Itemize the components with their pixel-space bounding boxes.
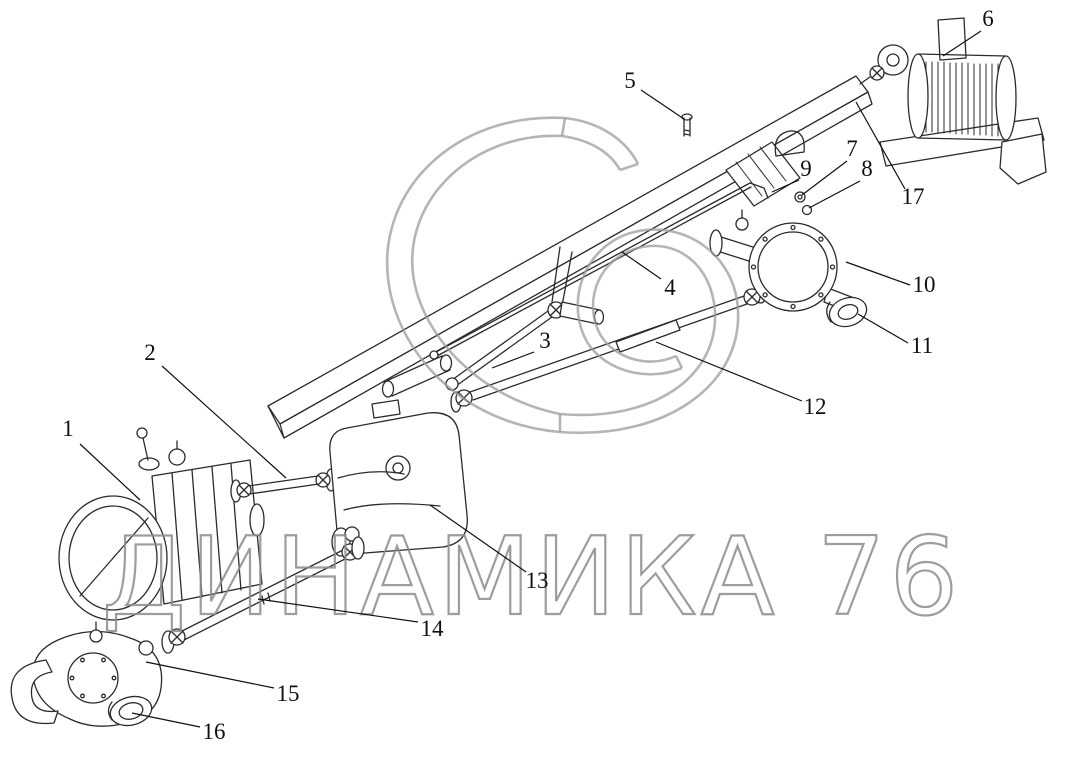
transfer-case — [329, 399, 468, 557]
callout-label-9: 9 — [800, 156, 812, 181]
callout-label-6: 6 — [982, 6, 994, 31]
callout-label-11: 11 — [911, 333, 933, 358]
front-axle — [10, 621, 163, 727]
slip-joint — [615, 319, 681, 353]
callout-leader-8 — [808, 180, 861, 209]
callout-label-5: 5 — [624, 68, 636, 93]
callout-leader-13 — [429, 504, 527, 573]
callout-leader-16 — [131, 712, 201, 728]
callout-leader-2 — [161, 365, 287, 479]
winch-motor — [877, 44, 909, 76]
intermediate-shaft — [381, 246, 605, 398]
callout-label-8: 8 — [861, 156, 873, 181]
callout-label-12: 12 — [804, 394, 827, 419]
axle-housing — [748, 222, 838, 312]
winch-cable-drum — [925, 61, 999, 137]
callout-leader-14 — [257, 598, 419, 623]
control-rod — [429, 182, 769, 360]
clamp — [774, 130, 805, 157]
callout-label-1: 1 — [62, 416, 74, 441]
winch-top-plate — [937, 17, 967, 61]
watermark-text: ДИНАМИКА 76 — [102, 515, 963, 640]
callout-label-3: 3 — [539, 328, 551, 353]
callout-label-13: 13 — [526, 568, 549, 593]
fasteners — [794, 191, 813, 216]
cover-bolts — [750, 224, 836, 310]
callout-label-17: 17 — [902, 184, 925, 209]
bolt — [681, 113, 693, 137]
callout-label-16: 16 — [203, 719, 226, 744]
callout-leader-3 — [491, 351, 535, 369]
callout-label-2: 2 — [144, 340, 156, 365]
front-hub — [107, 695, 153, 727]
callout-label-14: 14 — [421, 616, 445, 641]
callout-leader-12 — [655, 341, 803, 402]
callout-label-4: 4 — [664, 275, 676, 300]
rear-hub — [826, 296, 868, 328]
winch — [859, 17, 1047, 185]
callout-label-7: 7 — [846, 136, 858, 161]
rear-axle — [709, 209, 868, 328]
frame-rail — [267, 75, 873, 439]
callout-leader-7 — [801, 160, 848, 196]
gear-lever — [136, 427, 148, 439]
callout-leader-15 — [145, 661, 275, 689]
callout-leader-4 — [621, 251, 662, 280]
callout-leader-10 — [845, 261, 911, 286]
callout-leader-17 — [855, 101, 906, 190]
callout-leader-1 — [79, 443, 141, 501]
callout-leader-9 — [771, 179, 800, 193]
callout-leader-11 — [857, 313, 909, 344]
axle-cover — [67, 652, 119, 704]
callout-leader-6 — [942, 30, 982, 57]
callout-leader-5 — [640, 89, 685, 120]
callout-label-15: 15 — [277, 681, 300, 706]
dinamika-swirl-logo — [385, 116, 740, 435]
cover-bolts — [69, 657, 117, 699]
callout-label-10: 10 — [913, 272, 936, 297]
